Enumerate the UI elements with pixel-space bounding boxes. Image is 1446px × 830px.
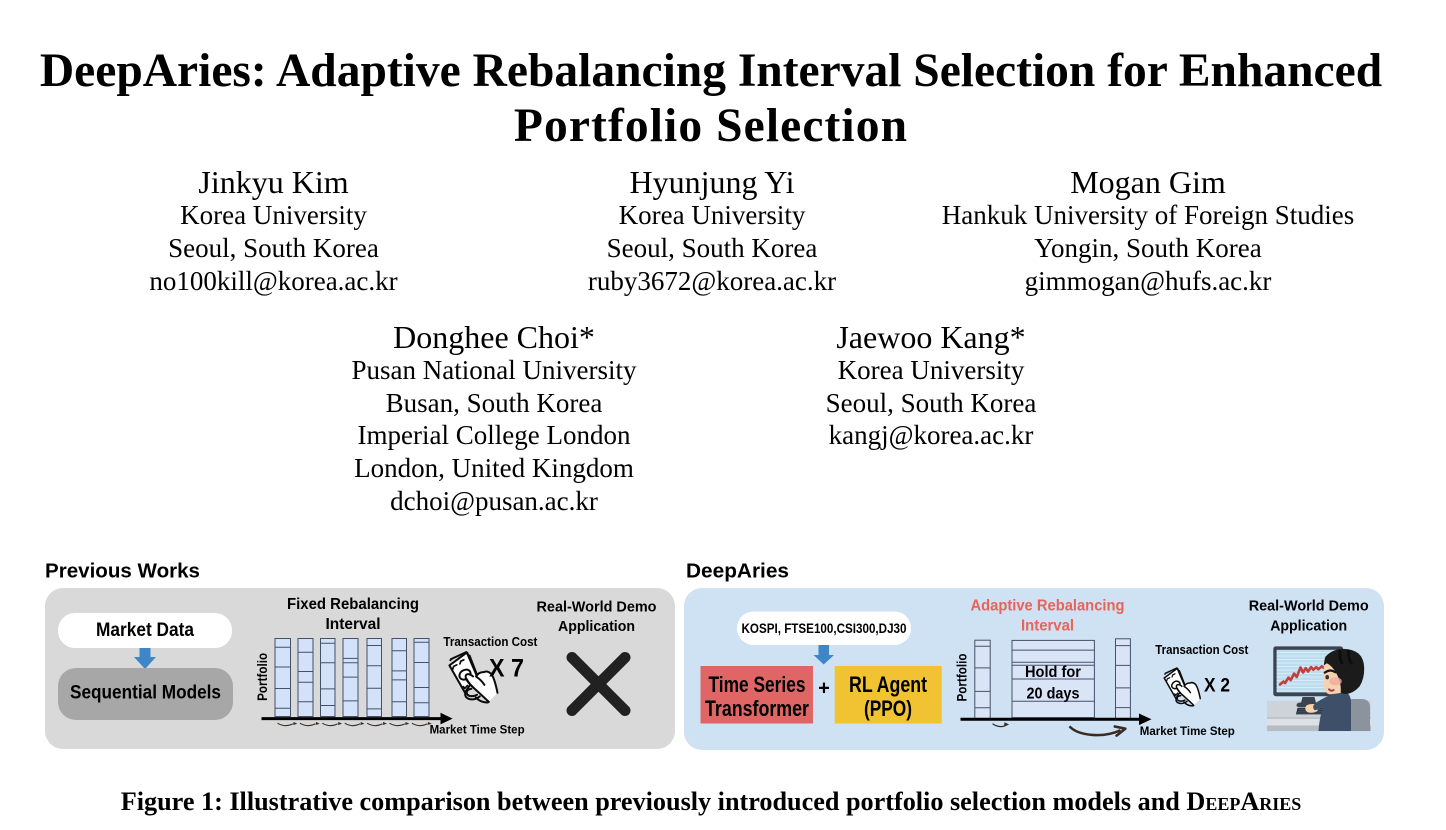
svg-text:Previous Works: Previous Works	[45, 560, 200, 583]
svg-text:Adaptive Rebalancing: Adaptive Rebalancing	[971, 598, 1125, 615]
svg-text:Portfolio: Portfolio	[254, 653, 270, 701]
svg-text:Transformer: Transformer	[705, 696, 809, 721]
svg-text:Market Time Step: Market Time Step	[430, 725, 525, 737]
svg-text:Interval: Interval	[1021, 618, 1074, 635]
svg-text:Sequential Models: Sequential Models	[70, 683, 221, 704]
svg-text:(PPO): (PPO)	[864, 696, 912, 721]
svg-text:RL Agent: RL Agent	[849, 672, 928, 697]
svg-text:20 days: 20 days	[1027, 686, 1080, 703]
svg-text:Transaction Cost: Transaction Cost	[443, 635, 538, 649]
svg-text:Fixed Rebalancing: Fixed Rebalancing	[287, 596, 419, 613]
svg-text:X 7: X 7	[489, 655, 524, 683]
svg-text:Market Time Step: Market Time Step	[1140, 726, 1235, 738]
svg-text:+: +	[818, 678, 830, 700]
svg-text:Time Series: Time Series	[709, 672, 806, 697]
svg-text:Application: Application	[1270, 619, 1347, 635]
svg-text:Hold for: Hold for	[1025, 664, 1081, 681]
svg-text:KOSPI, FTSE100,CSI300,DJ30: KOSPI, FTSE100,CSI300,DJ30	[742, 621, 907, 636]
svg-text:Real-World Demo: Real-World Demo	[1249, 599, 1369, 615]
svg-text:DeepAries: DeepAries	[686, 560, 789, 583]
svg-text:Transaction Cost: Transaction Cost	[1155, 643, 1249, 657]
svg-text:Portfolio: Portfolio	[954, 654, 970, 702]
svg-text:Application: Application	[558, 619, 635, 635]
svg-text:Market Data: Market Data	[96, 620, 194, 641]
svg-text:Interval: Interval	[326, 616, 381, 633]
svg-text:Real-World Demo: Real-World Demo	[537, 600, 657, 616]
svg-text:X 2: X 2	[1204, 676, 1230, 697]
